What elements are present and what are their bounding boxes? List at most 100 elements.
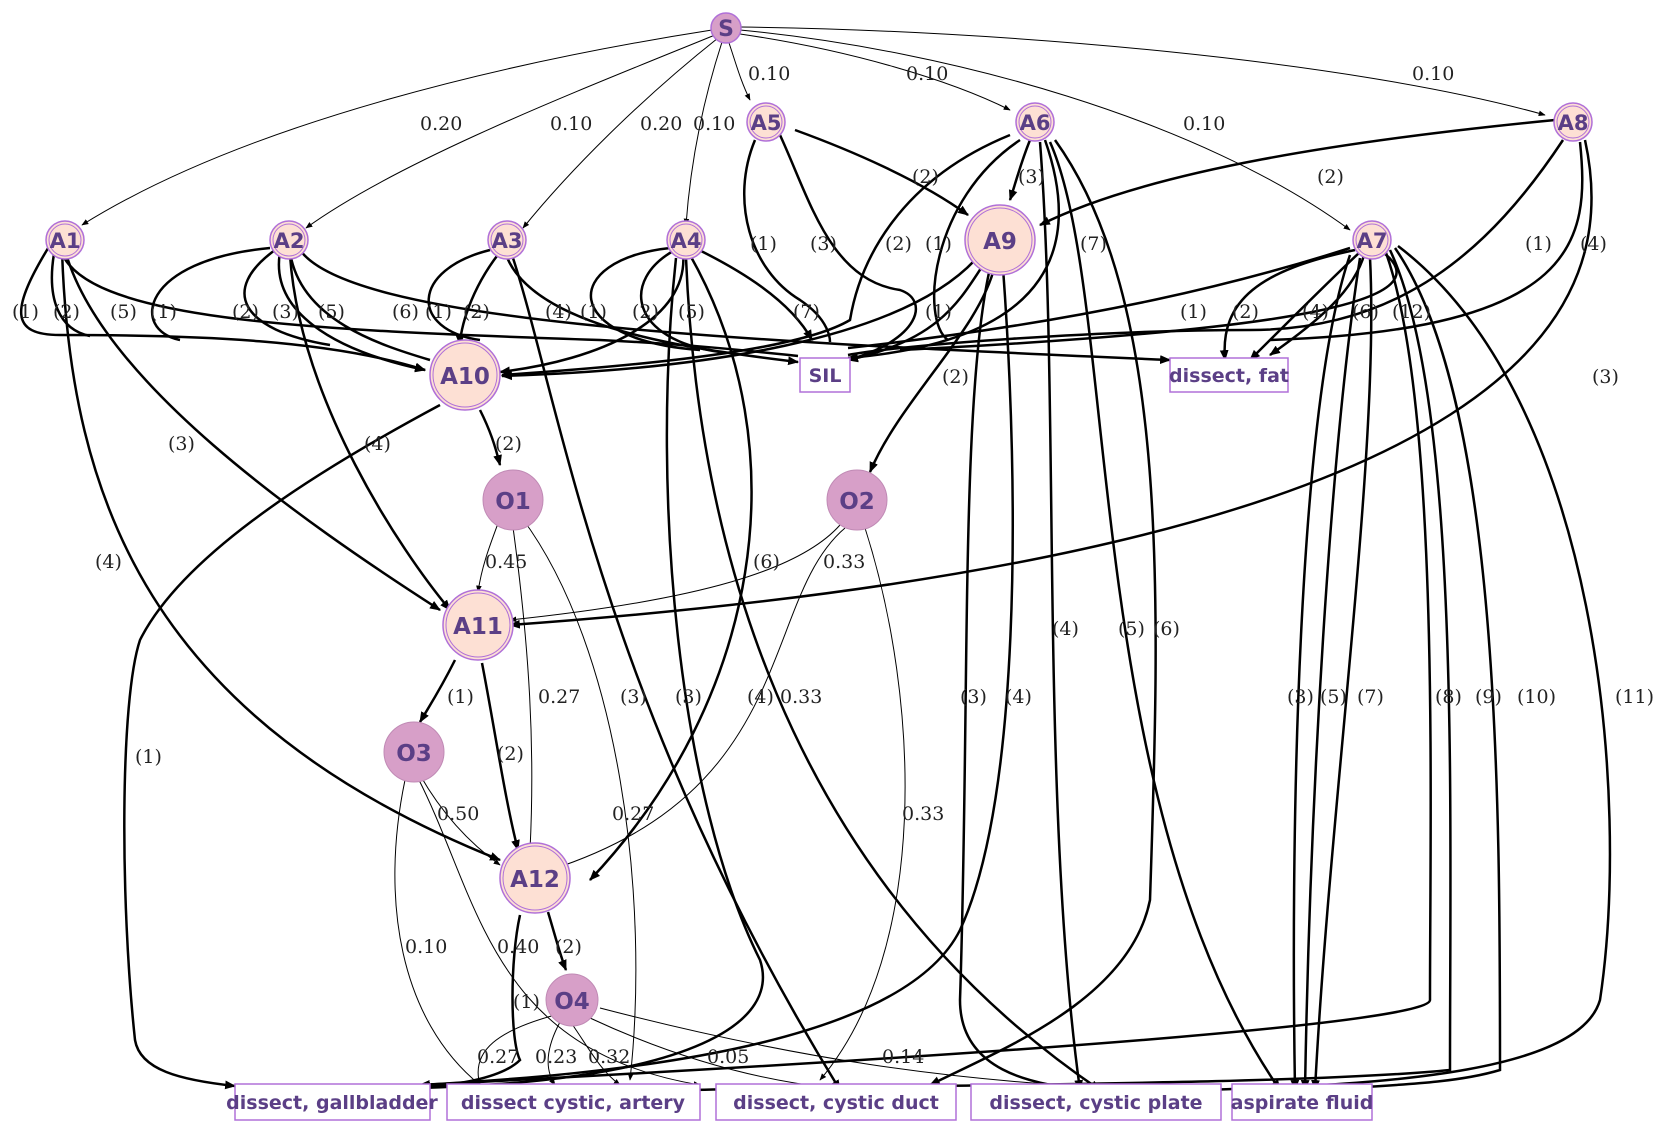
edge-a5-a9 <box>794 128 969 217</box>
label-a1-3: (3) <box>168 433 195 455</box>
edge-labels: 0.20 0.10 0.20 0.10 0.10 0.10 0.10 0.10 … <box>12 63 1654 1068</box>
edge-a3-a10-2 <box>455 251 501 347</box>
label-s-a1: 0.20 <box>420 113 462 135</box>
label-a2-3: (3) <box>272 301 299 323</box>
edge-s-a7 <box>739 29 1351 231</box>
edge-o4-art <box>547 1021 561 1086</box>
edge-a2-a11 <box>288 254 451 611</box>
box-duct-label: dissect, cystic duct <box>733 1092 939 1114</box>
label-a7-2: (2) <box>1232 301 1259 323</box>
edge-a7-gb-8 <box>418 249 1432 1089</box>
label-a8-2: (2) <box>1317 166 1344 188</box>
edge-s-a1 <box>81 29 713 226</box>
edge-a6-plate-4 <box>1038 141 1084 1092</box>
box-aspirate[interactable]: aspirate fluid <box>1231 1083 1374 1121</box>
node-a12[interactable]: A12 <box>499 842 571 914</box>
label-a2-6: (6) <box>392 301 419 323</box>
edge-a7-sil-12 <box>899 248 1398 352</box>
edge-a3-sil-1 <box>427 248 491 342</box>
node-o2-label: O2 <box>839 489 875 515</box>
label-a5-1: (1) <box>750 233 777 255</box>
label-o4-023: 0.23 <box>535 1046 577 1068</box>
box-aspirate-label: aspirate fluid <box>1231 1092 1374 1114</box>
label-a7-7: (7) <box>1357 686 1384 708</box>
label-a6-3: (3) <box>1018 166 1045 188</box>
node-s[interactable]: S <box>710 12 742 44</box>
label-a3-2: (2) <box>463 301 490 323</box>
label-a10-1: (1) <box>135 746 162 768</box>
label-a4-7: (7) <box>793 301 820 323</box>
edge-a1-a10-2 <box>50 247 91 338</box>
node-a11-label: A11 <box>453 614 503 640</box>
edge-a4-sil-7 <box>694 246 814 341</box>
box-plate[interactable]: dissect, cystic plate <box>970 1083 1222 1121</box>
edge-o1-a12 <box>511 519 534 851</box>
label-o4-032: 0.32 <box>588 1046 630 1068</box>
node-o3[interactable]: O3 <box>383 721 445 783</box>
label-o2-033a: 0.33 <box>823 551 865 573</box>
box-sil[interactable]: SIL <box>799 357 851 393</box>
edge-s-a5 <box>727 39 751 101</box>
box-sil-label: SIL <box>809 365 842 387</box>
label-a3-3: (3) <box>620 686 647 708</box>
edge-a7-fat-4 <box>1249 251 1361 361</box>
edge-a6-a9 <box>1008 139 1032 202</box>
node-a10[interactable]: A10 <box>429 339 501 411</box>
node-o4-label: O4 <box>554 989 590 1015</box>
node-a8[interactable]: A8 <box>1553 102 1593 142</box>
node-o1[interactable]: O1 <box>482 469 544 531</box>
node-a7-label: A7 <box>1357 229 1388 253</box>
node-o4[interactable]: O4 <box>545 973 599 1027</box>
box-artery[interactable]: dissect cystic, artery <box>446 1083 701 1121</box>
label-a12-2: (2) <box>555 936 582 958</box>
label-a4-3: (3) <box>675 686 702 708</box>
edge-a1-a12 <box>60 249 502 862</box>
edge-s-a2 <box>305 34 716 229</box>
edge-a1-a10-1 <box>19 244 427 372</box>
box-artery-label: dissect cystic, artery <box>461 1092 686 1114</box>
edge-s-a8 <box>739 26 1546 116</box>
label-o3-010: 0.10 <box>405 936 447 958</box>
node-a5[interactable]: A5 <box>746 102 786 142</box>
label-a7-10: (10) <box>1517 686 1556 708</box>
edge-s-a3 <box>522 37 719 229</box>
box-fat[interactable]: dissect, fat <box>1169 357 1289 393</box>
edge-a10-gb-1 <box>123 403 441 1090</box>
label-a2-2: (2) <box>232 301 259 323</box>
node-a2[interactable]: A2 <box>269 220 309 260</box>
node-a11[interactable]: A11 <box>442 589 514 661</box>
nodes: S A1 A2 A3 A4 A5 <box>45 12 1593 1121</box>
edge-a4-a10-5 <box>498 251 685 376</box>
label-o2-033b: 0.33 <box>780 686 822 708</box>
edge-o3-duct <box>417 777 701 1087</box>
node-a6[interactable]: A6 <box>1015 102 1055 142</box>
edge-a8-a11-3 <box>508 139 1593 629</box>
node-a7[interactable]: A7 <box>1352 220 1392 260</box>
node-o2[interactable]: O2 <box>826 469 888 531</box>
label-o3-040: 0.40 <box>497 936 539 958</box>
label-s-a6: 0.10 <box>906 63 948 85</box>
box-duct[interactable]: dissect, cystic duct <box>715 1083 957 1121</box>
edge-a9-sil <box>846 261 987 363</box>
label-a1-2: (2) <box>53 301 80 323</box>
label-s-a3: 0.20 <box>640 113 682 135</box>
label-a7-1: (1) <box>1180 301 1207 323</box>
edge-a3-sil-4 <box>503 251 800 366</box>
node-a1[interactable]: A1 <box>45 220 85 260</box>
edge-o4-duct <box>571 1023 621 1086</box>
label-a11-1: (1) <box>447 686 474 708</box>
edge-a7-asp-10 <box>1318 247 1502 1094</box>
label-s-a5: 0.10 <box>748 63 790 85</box>
node-a4[interactable]: A4 <box>666 220 706 260</box>
node-a5-label: A5 <box>751 111 782 135</box>
node-a9[interactable]: A9 <box>964 204 1036 276</box>
edge-a4-sil-1 <box>589 246 701 352</box>
box-plate-label: dissect, cystic plate <box>989 1092 1202 1114</box>
edge-a2-a10-1 <box>150 246 271 342</box>
box-gallbladder[interactable]: dissect, gallbladder <box>226 1083 438 1121</box>
edge-a6-a10 <box>500 133 1011 379</box>
edge-a6-sil-1 <box>932 138 1021 342</box>
node-a3[interactable]: A3 <box>487 220 527 260</box>
label-a10-2: (2) <box>495 433 522 455</box>
